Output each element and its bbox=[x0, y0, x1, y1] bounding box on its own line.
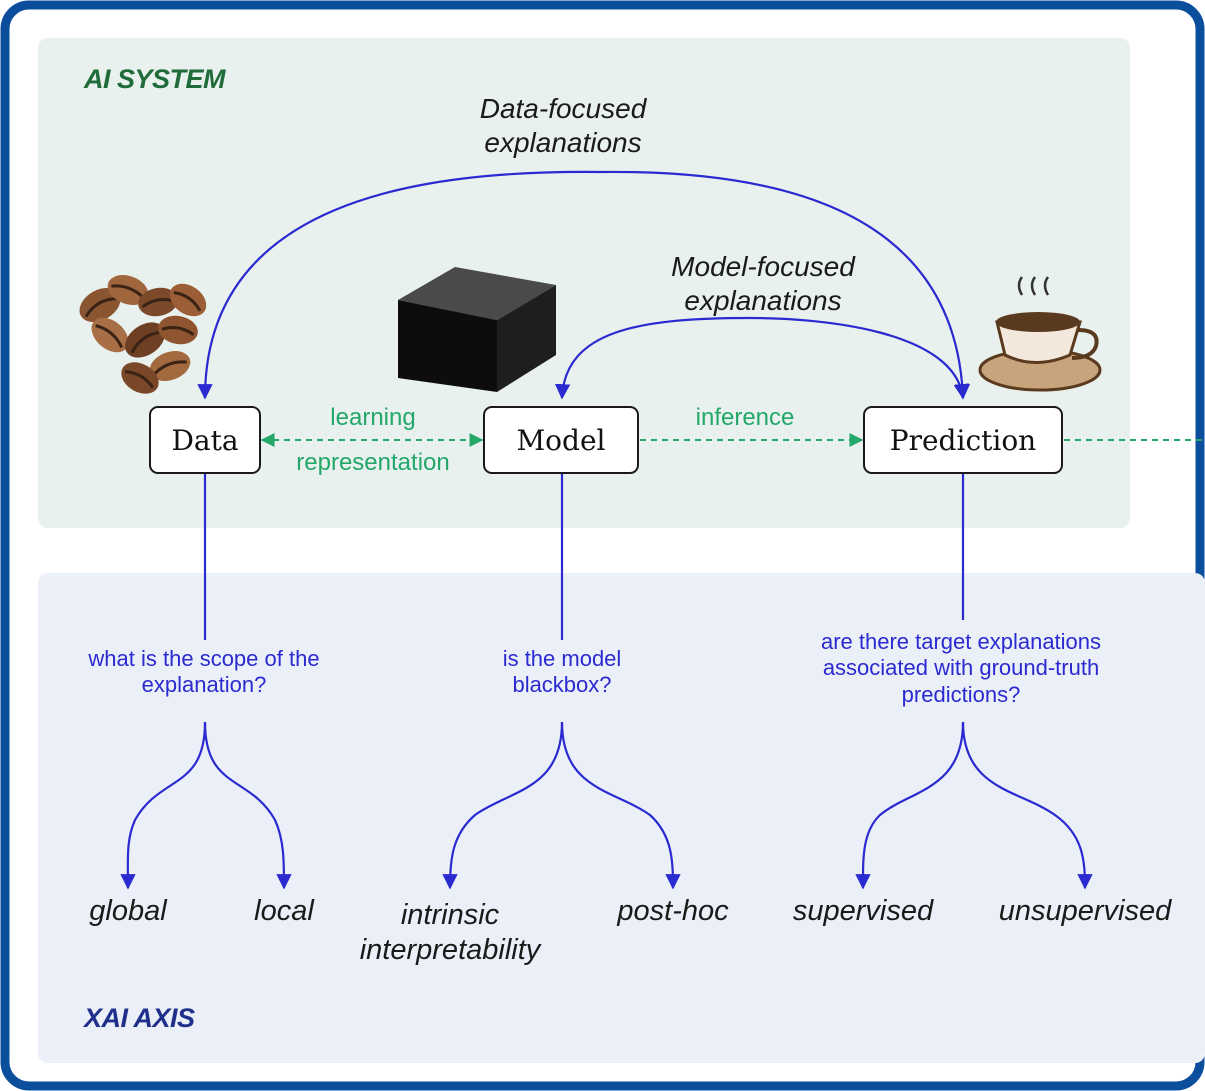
model-focused-line1: Model-focused bbox=[671, 251, 855, 282]
black-box-cube-icon bbox=[398, 267, 556, 392]
ai-system-title: AI SYSTEM bbox=[84, 64, 226, 94]
leaf-global: global bbox=[89, 895, 167, 927]
branch-global bbox=[120, 721, 207, 890]
leaf-intrinsic: intrinsic interpretability bbox=[359, 899, 541, 966]
leaf-local: local bbox=[254, 895, 314, 927]
prediction-node[interactable]: Prediction bbox=[863, 406, 1063, 474]
coffee-beans-icon bbox=[79, 275, 207, 394]
representation-label: representation bbox=[296, 449, 450, 476]
targets-question: are there target explanations associated… bbox=[820, 629, 1102, 707]
learning-label: learning bbox=[330, 404, 416, 431]
model-focused-line2: explanations bbox=[684, 284, 842, 316]
data-focused-label: Data-focused explanations bbox=[480, 92, 647, 159]
model-focused-label: Model-focused explanations bbox=[671, 250, 855, 317]
data-focused-line1: Data-focused bbox=[479, 93, 647, 124]
model-focused-arrow bbox=[554, 316, 969, 400]
xai-axis-panel bbox=[38, 573, 1205, 1063]
data-focused-line2: explanations bbox=[484, 126, 642, 158]
blackbox-question: is the model blackbox? bbox=[502, 646, 622, 698]
leaf-supervised: supervised bbox=[792, 895, 934, 927]
ai-system-panel bbox=[38, 38, 1130, 528]
branch-local bbox=[203, 721, 292, 890]
branch-intrinsic bbox=[442, 721, 564, 890]
data-node[interactable]: Data bbox=[149, 406, 261, 474]
xai-axis-title: XAI AXIS bbox=[84, 1003, 195, 1033]
branch-posthoc bbox=[560, 721, 681, 890]
leaf-unsupervised: unsupervised bbox=[998, 895, 1172, 927]
model-node[interactable]: Model bbox=[483, 406, 639, 474]
inference-label: inference bbox=[695, 404, 795, 431]
scope-question: what is the scope of the explanation? bbox=[88, 646, 320, 698]
leaf-posthoc: post-hoc bbox=[617, 895, 729, 927]
coffee-cup-icon bbox=[978, 276, 1102, 392]
branch-supervised bbox=[855, 721, 965, 890]
data-focused-arrow bbox=[197, 170, 971, 400]
branch-unsupervised bbox=[961, 721, 1093, 890]
